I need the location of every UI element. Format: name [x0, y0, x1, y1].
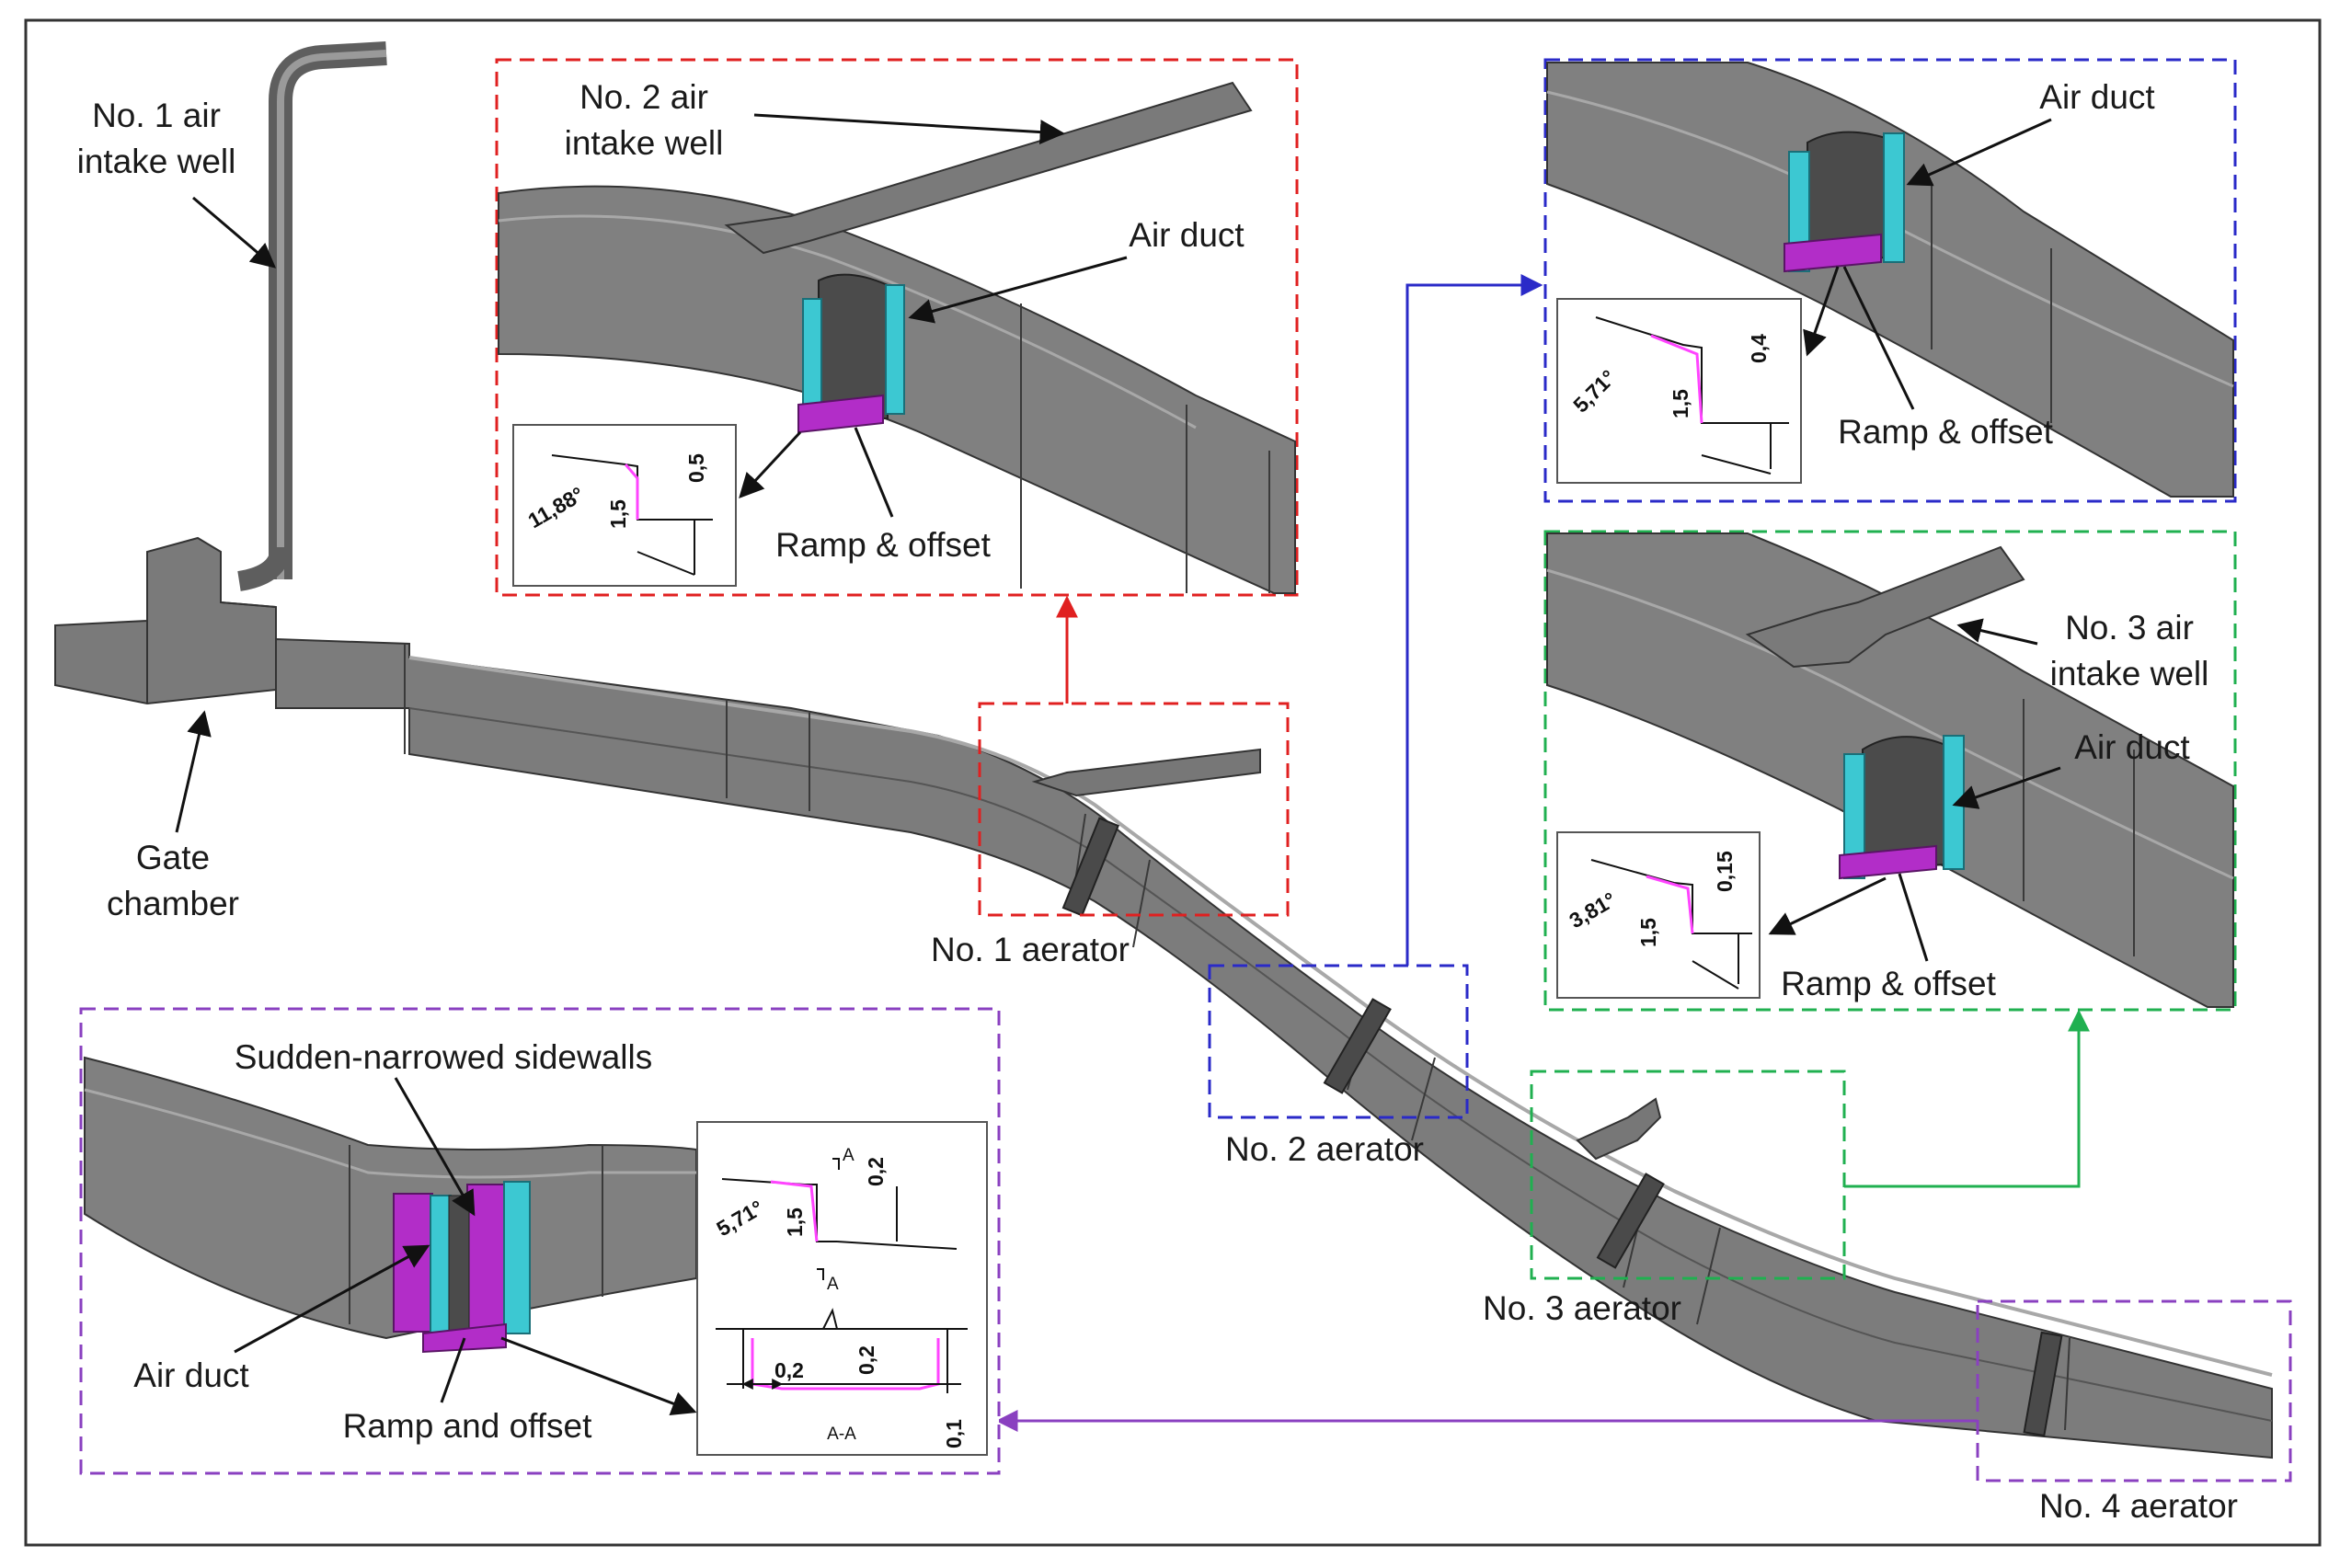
air-duct-right-2 — [1883, 132, 1905, 263]
label-aerator-1: No. 1 aerator — [931, 931, 1130, 968]
air-duct-right-1 — [885, 284, 905, 415]
label-aerator-4: No. 4 aerator — [2039, 1487, 2238, 1525]
dim-height-3: 1,5 — [1636, 918, 1660, 947]
air-intake-well-2-small — [1031, 748, 1261, 797]
pointer-intake-well-1 — [192, 196, 277, 269]
air-intake-well-1-highlight — [277, 50, 387, 579]
pointer-ramp-3a — [1768, 876, 1887, 935]
dim-floor-drop-4: 0,1 — [942, 1419, 966, 1448]
pointer-air-duct-1 — [908, 256, 1128, 324]
air-duct-left-1 — [802, 298, 822, 419]
pointer-intake-well-3 — [1956, 618, 2038, 646]
dim-offset-4: 0,2 — [864, 1157, 888, 1186]
dim-offset-1: 0,5 — [684, 453, 708, 483]
label-intake-well-3-line2: intake well — [2050, 655, 2209, 692]
pointer-ramp-4a — [440, 1337, 466, 1403]
select-box-aerator-3 — [1530, 1070, 1846, 1280]
dim-height-2: 1,5 — [1669, 389, 1692, 418]
section-mark-bottom-4: A — [827, 1275, 839, 1294]
pointer-gate-chamber — [175, 710, 212, 833]
dim-height-1: 1,5 — [606, 499, 630, 529]
label-aerator-2: No. 2 aerator — [1225, 1130, 1424, 1168]
inset-aerator-3 — [1543, 530, 2237, 1012]
label-intake-well-1-line1: No. 1 air — [92, 97, 221, 134]
pointer-ramp-2b — [1842, 266, 1915, 410]
label-air-duct-4: Air duct — [133, 1356, 249, 1394]
pointer-ramp-3b — [1898, 873, 1929, 962]
ramp-offset-2 — [1784, 233, 1882, 273]
spillway-tunnel-body — [275, 637, 2273, 1459]
inset-aerator-4 — [79, 1007, 1001, 1475]
inset-aerator-1 — [495, 58, 1299, 597]
main-tunnel — [54, 41, 2273, 1459]
label-intake-well-3-line1: No. 3 air — [2065, 609, 2194, 647]
pointer-ramp-2a — [1803, 266, 1840, 357]
label-gate-chamber-line1: Gate — [136, 839, 210, 876]
select-box-aerator-2 — [1208, 964, 1469, 1119]
label-ramp-offset-3: Ramp & offset — [1781, 965, 1996, 1002]
pointer-ramp-1a — [739, 430, 802, 498]
label-sidewalls-4: Sudden-narrowed sidewalls — [235, 1038, 653, 1076]
label-intake-well-2-line1: No. 2 air — [579, 78, 708, 116]
label-intake-well-1-line2: intake well — [77, 143, 236, 180]
pointer-air-duct-3 — [1952, 766, 2061, 809]
inset-aerator-2 — [1543, 58, 2237, 503]
section-label-4: A-A — [827, 1425, 856, 1444]
air-duct-left-3 — [1843, 753, 1865, 879]
label-ramp-offset-4: Ramp and offset — [343, 1407, 593, 1445]
section-mark-top-4: A — [843, 1146, 855, 1165]
pointer-air-duct-2 — [1906, 118, 2052, 187]
label-intake-well-2-line2: intake well — [565, 124, 724, 162]
label-ramp-offset-2: Ramp & offset — [1838, 413, 2053, 451]
pointer-ramp-4b — [500, 1336, 697, 1415]
label-aerator-3: No. 3 aerator — [1483, 1289, 1681, 1327]
label-air-duct-1: Air duct — [1129, 216, 1245, 254]
dim-narrow-width-4: 0,2 — [774, 1358, 804, 1382]
dim-offset-3: 0,15 — [1713, 851, 1737, 892]
label-ramp-offset-1: Ramp & offset — [775, 526, 991, 564]
pointer-intake-well-2 — [753, 113, 1065, 145]
label-air-duct-3: Air duct — [2074, 728, 2190, 766]
connector-aerator-3 — [1844, 1009, 2090, 1188]
label-gate-chamber-line2: chamber — [107, 885, 239, 922]
pointer-ramp-1b — [854, 427, 894, 518]
air-duct-left-4 — [430, 1195, 452, 1344]
ramp-sidewall-right-4 — [466, 1184, 507, 1333]
connector-aerator-2 — [1405, 274, 1543, 966]
air-intake-well-3-small — [1576, 1097, 1662, 1161]
air-duct-right-4 — [503, 1181, 531, 1334]
dim-narrow-height-4: 0,2 — [855, 1345, 878, 1375]
ramp-offset-1 — [797, 394, 884, 434]
pointer-sidewalls-4 — [394, 1077, 476, 1217]
select-box-aerator-4 — [1976, 1299, 2292, 1482]
label-air-duct-2: Air duct — [2039, 78, 2155, 116]
dim-offset-2: 0,4 — [1747, 334, 1771, 363]
ramp-offset-3 — [1839, 844, 1937, 880]
dim-height-4: 1,5 — [783, 1207, 807, 1237]
select-box-aerator-1 — [978, 702, 1290, 917]
pointer-air-duct-4 — [234, 1244, 430, 1354]
